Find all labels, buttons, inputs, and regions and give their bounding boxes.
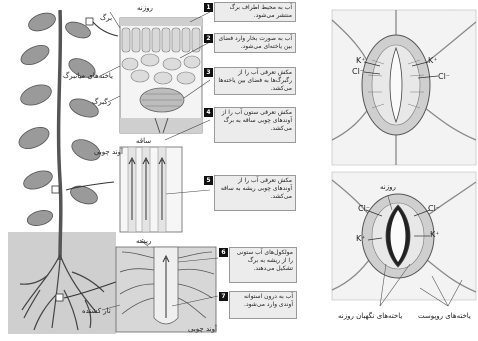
step-number: 4	[204, 108, 213, 117]
step-number: 7	[219, 292, 228, 301]
plant-stem	[59, 10, 61, 260]
k-ion-label: K⁺	[356, 56, 365, 65]
cl-ion-label: Cl⁻	[428, 204, 440, 213]
k-ion-label: K⁺	[430, 230, 439, 239]
stoma-label: روزنه	[380, 183, 396, 191]
root-xylem-label: آوند چوبی	[188, 325, 217, 333]
vein-label: رگبرگ	[92, 98, 111, 106]
cl-ion-label: Cl⁻	[438, 72, 450, 81]
step-2-text: آب به صورت بخار وارد فضای بین یاخته‌ای م…	[214, 33, 296, 53]
root-hair-label: تار کشنده	[82, 307, 111, 315]
k-ion-label: K⁺	[356, 234, 365, 243]
soil-region	[8, 232, 116, 334]
step-7-text: آب به درون استوانه آوندی وارد می‌شود.	[229, 291, 297, 319]
guard-cells-label: یاخته‌های نگهبان روزنه	[338, 312, 402, 320]
step-number: 2	[204, 34, 213, 43]
stem-label: ساقه	[136, 137, 151, 145]
step-4-text: مکش تعرقی ستون آب را از آوندهای چوبی ساق…	[214, 107, 296, 143]
leaf-label: برگ	[100, 14, 112, 22]
epidermis-label: یاخته‌های روپوست	[418, 312, 471, 320]
k-ion-label: K⁺	[428, 56, 437, 65]
step-6-text: مولکول‌های آب ستونی را از ریشه به برگ تش…	[229, 247, 297, 283]
step-number: 3	[204, 68, 213, 77]
step-3-text: مکش تعرقی آب را از رگبرگ‌ها به فضای بین …	[214, 67, 296, 95]
stem-xylem-label: آوند چوبی	[94, 148, 123, 156]
step-5-text: مکش تعرقی آب را از آوندهای چوبی ریشه به …	[214, 175, 296, 211]
mesophyll-label: یاخته‌های میانبرگ	[63, 72, 113, 80]
step-number: 6	[219, 248, 228, 257]
stem-section	[120, 147, 182, 232]
stoma-label-leaf: روزنه	[137, 4, 153, 12]
step-number: 1	[204, 3, 213, 12]
stoma-panels	[332, 10, 476, 306]
step-number: 5	[204, 176, 213, 185]
cl-ion-label: Cl⁻	[358, 204, 370, 213]
step-1-text: آب به محیط اطراف برگ منتشر می‌شود.	[214, 2, 296, 22]
root-label: ریشه	[136, 237, 151, 245]
leaf-section	[120, 18, 202, 133]
cl-ion-label: Cl⁻	[352, 67, 364, 76]
